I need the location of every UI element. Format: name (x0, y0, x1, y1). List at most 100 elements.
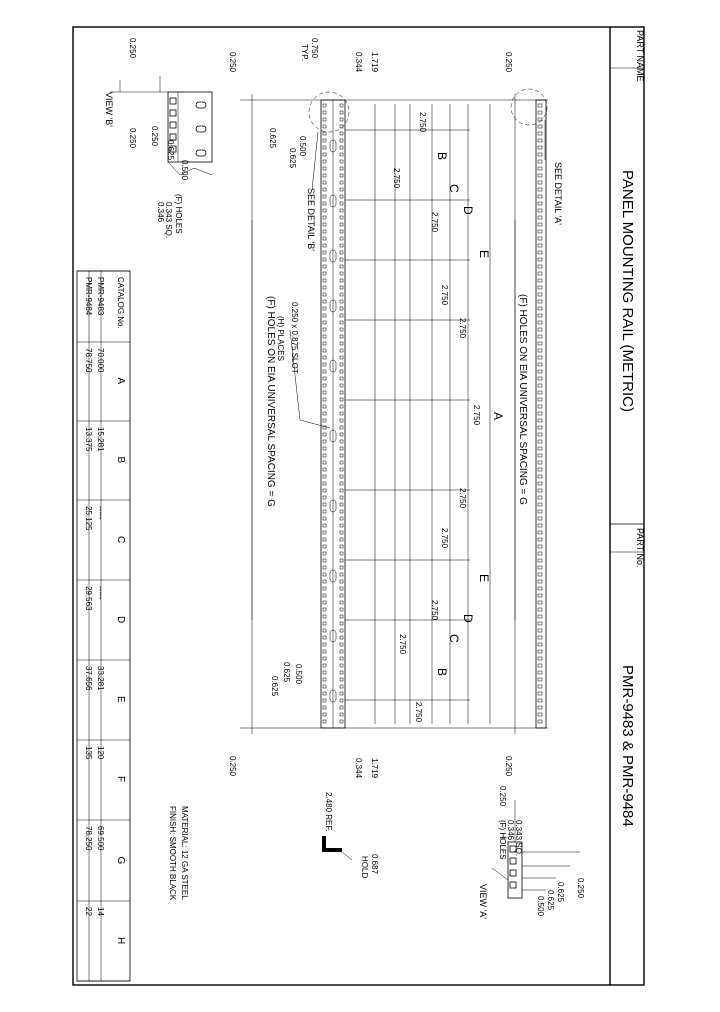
square-hole (322, 418, 327, 423)
square-hole (537, 152, 543, 157)
square-hole (322, 677, 327, 682)
detail-b-callout-circle (308, 91, 350, 133)
mounting-slot (329, 139, 337, 153)
square-hole (322, 397, 327, 402)
square-hole (537, 341, 543, 346)
square-hole (322, 502, 327, 507)
note-text: FINISH: SMOOTH BLACK (168, 806, 177, 901)
square-hole (322, 348, 327, 353)
square-hole (537, 320, 543, 325)
square-hole (537, 418, 543, 423)
square-hole (322, 621, 327, 626)
dim-label: 0.250 (504, 52, 513, 73)
square-hole (339, 250, 344, 255)
square-hole (537, 635, 543, 640)
square-hole (339, 194, 344, 199)
dim-label: 0.750 (310, 38, 319, 59)
square-hole (322, 474, 327, 479)
square-hole (322, 481, 327, 486)
square-hole (339, 117, 344, 122)
square-hole (339, 481, 344, 486)
square-hole (322, 579, 327, 584)
square-hole (322, 628, 327, 633)
square-hole (537, 565, 543, 570)
mounting-slot (329, 194, 337, 208)
square-hole (339, 285, 344, 290)
rail-top-view (535, 99, 547, 729)
mounting-slot (329, 629, 337, 643)
square-hole (537, 166, 543, 171)
square-hole (339, 551, 344, 556)
square-hole (537, 313, 543, 318)
table-header: H (115, 937, 126, 944)
square-hole (339, 362, 344, 367)
square-hole (537, 523, 543, 528)
square-hole (339, 334, 344, 339)
table-cell: 78.750 (84, 348, 93, 373)
square-hole (537, 572, 543, 577)
table-header: A (115, 378, 126, 385)
square-hole (537, 656, 543, 661)
note-text: 0.250 x 0.875 SLOT (290, 302, 299, 374)
square-hole (537, 208, 543, 213)
table-cell: 29.563 (84, 586, 93, 611)
square-hole (537, 684, 543, 689)
square-hole (322, 425, 327, 430)
square-hole (322, 411, 327, 416)
square-hole (322, 460, 327, 465)
square-hole (322, 530, 327, 535)
dim-label: 2.480 REF. (324, 792, 333, 832)
square-hole (537, 516, 543, 521)
square-hole (537, 110, 543, 115)
square-hole (537, 621, 543, 626)
square-hole (339, 313, 344, 318)
square-hole (339, 425, 344, 430)
table-header: F (115, 776, 126, 782)
square-hole (537, 236, 543, 241)
table-cell: PMR-9483 (96, 277, 105, 316)
square-hole (339, 103, 344, 108)
square-hole (322, 488, 327, 493)
table-cell: 15.281 (96, 427, 105, 452)
square-hole (537, 369, 543, 374)
square-hole (537, 180, 543, 185)
mounting-slot (329, 689, 337, 703)
square-hole (322, 236, 327, 241)
dim-label: 1.719 (370, 758, 379, 779)
note-text: (F) HOLES ON EIA UNIVERSAL SPACING = G (517, 294, 528, 505)
square-hole (339, 131, 344, 136)
note-text: VIEW 'A' (478, 884, 488, 919)
square-hole (322, 278, 327, 283)
dim-label: 2.750 (398, 634, 407, 655)
square-hole (537, 383, 543, 388)
square-hole (537, 719, 543, 724)
square-hole (322, 705, 327, 710)
square-hole (339, 383, 344, 388)
dim-label: 0.500 (536, 896, 545, 917)
square-hole (537, 481, 543, 486)
square-hole (339, 649, 344, 654)
square-hole (322, 187, 327, 192)
square-hole (537, 474, 543, 479)
dim-label: 0.343 SQ. (514, 820, 523, 856)
square-hole (339, 565, 344, 570)
square-hole (339, 229, 344, 234)
dim-label: 2.750 (430, 212, 439, 233)
square-hole (322, 565, 327, 570)
square-hole (322, 124, 327, 129)
square-hole (322, 180, 327, 185)
dim-label: 2.750 (392, 168, 401, 189)
dim-label: 0.343 SQ. (164, 202, 173, 238)
dimension-letter: E (477, 574, 491, 582)
square-hole (322, 684, 327, 689)
square-hole (322, 551, 327, 556)
square-hole (322, 712, 327, 717)
square-hole (537, 670, 543, 675)
square-hole (322, 404, 327, 409)
square-hole (537, 509, 543, 514)
square-hole (537, 327, 543, 332)
square-hole (339, 719, 344, 724)
square-hole (322, 320, 327, 325)
square-hole (339, 474, 344, 479)
square-hole (322, 194, 327, 199)
